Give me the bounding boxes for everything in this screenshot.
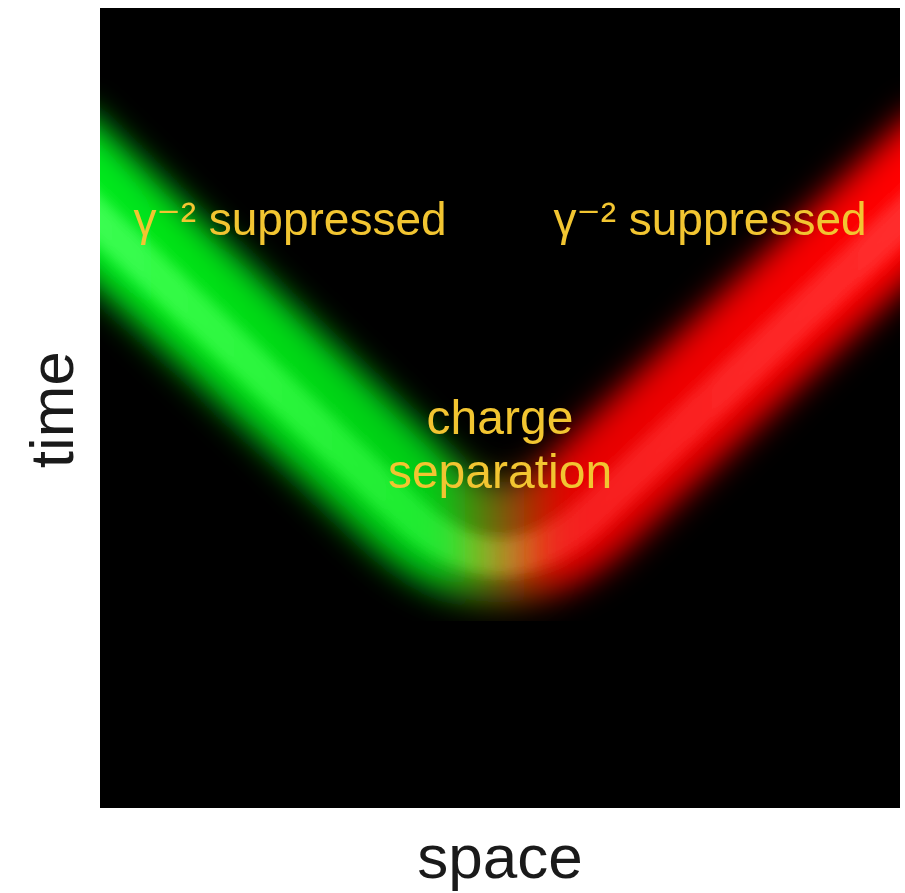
red-core	[100, 165, 900, 557]
region-label: charge separation	[350, 391, 650, 499]
axis-label: time	[17, 310, 86, 510]
region-label: γ⁻² suppressed	[545, 194, 875, 246]
axis-label: space	[370, 822, 630, 891]
background-panel	[100, 8, 900, 808]
green-core	[100, 165, 900, 557]
light-cone-bands	[100, 150, 900, 557]
region-label: γ⁻² suppressed	[125, 194, 455, 246]
